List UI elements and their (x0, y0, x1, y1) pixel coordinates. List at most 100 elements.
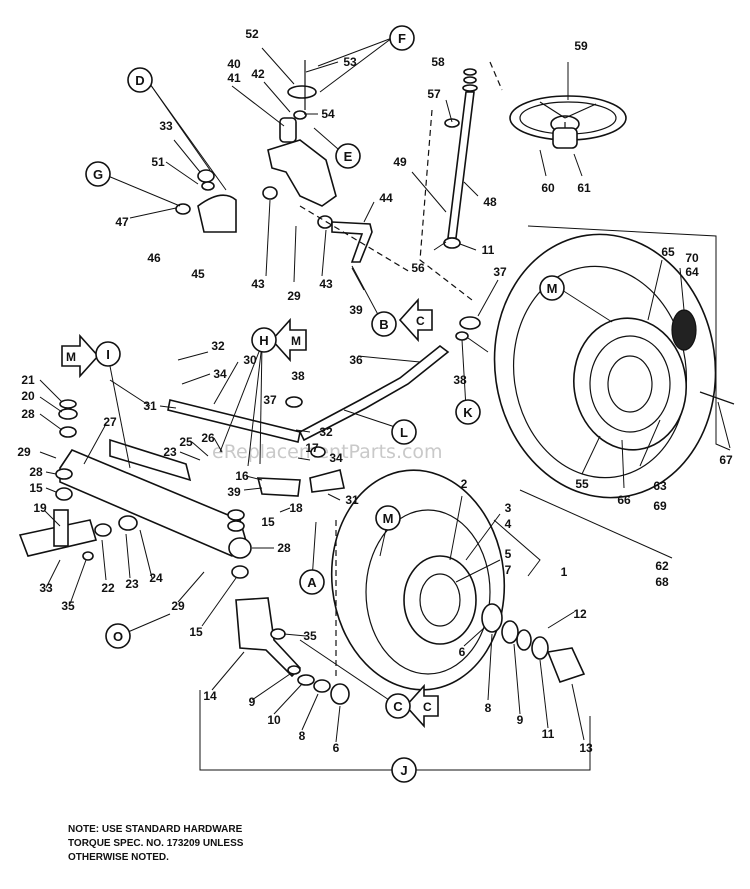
part-label: 6 (459, 645, 466, 659)
part-label: 3 (505, 501, 512, 515)
part-label: 34 (329, 451, 343, 465)
svg-text:C: C (416, 314, 425, 328)
part-label: 13 (579, 741, 593, 755)
part-label: 32 (211, 339, 225, 353)
part-label: 16 (235, 469, 249, 483)
part-label: 21 (21, 373, 35, 387)
part-label: 27 (103, 415, 117, 429)
part-label: 60 (541, 181, 555, 195)
part-label: 43 (319, 277, 333, 291)
svg-text:L: L (400, 425, 408, 440)
part-label: 61 (577, 181, 591, 195)
part-label: 6 (333, 741, 340, 755)
part-label: 11 (542, 727, 555, 741)
steering-wheel (509, 95, 627, 149)
part-label: 64 (685, 265, 699, 279)
part-number-labels: 52 53 40 41 42 54 33 51 47 46 45 43 29 4… (17, 27, 733, 755)
part-label: 41 (227, 71, 241, 85)
part-label: 15 (29, 481, 43, 495)
part-label: 1 (561, 565, 568, 579)
arrow-callout-C-top: C (398, 297, 433, 343)
svg-text:M: M (383, 511, 394, 526)
part-label: 20 (21, 389, 35, 403)
part-label: 33 (159, 119, 173, 133)
callout-leaders (107, 37, 613, 707)
part-label: 37 (493, 265, 507, 279)
part-label: 58 (431, 55, 445, 69)
part-label: 46 (147, 251, 161, 265)
svg-text:H: H (259, 333, 268, 348)
steering-support-bracket (262, 60, 373, 263)
part-label: 17 (305, 441, 319, 455)
hardware-note: NOTE: USE STANDARD HARDWARE TORQUE SPEC.… (68, 824, 244, 863)
part-label: 70 (685, 251, 699, 265)
callout-O: O (105, 623, 131, 649)
part-label: 56 (411, 261, 425, 275)
note-line-3: OTHERWISE NOTED. (68, 852, 169, 863)
part-label: 31 (345, 493, 359, 507)
part-label: 14 (203, 689, 217, 703)
callout-G: G (85, 161, 111, 187)
part-label: 28 (21, 407, 35, 421)
callout-D: D (127, 67, 153, 93)
bracket-1 (493, 519, 541, 577)
part-label: 18 (289, 501, 303, 515)
part-label: 28 (29, 465, 43, 479)
part-label: 26 (201, 431, 215, 445)
part-label: 7 (505, 563, 512, 577)
callout-A: A (299, 569, 325, 595)
part-label: 47 (115, 215, 129, 229)
part-label: 29 (171, 599, 185, 613)
part-label: 31 (143, 399, 157, 413)
arrow-callout-M-left: M (61, 333, 100, 379)
part-label: 9 (249, 695, 256, 709)
part-label: 43 (251, 277, 265, 291)
part-label: 23 (125, 577, 139, 591)
svg-text:O: O (113, 629, 123, 644)
part-label: 37 (263, 393, 277, 407)
svg-text:K: K (463, 405, 473, 420)
svg-text:B: B (379, 317, 388, 332)
part-label: 15 (189, 625, 203, 639)
front-wheel (330, 469, 586, 691)
callout-L: L (391, 419, 417, 445)
front-axle (18, 396, 350, 705)
steering-shaft (443, 68, 478, 249)
part-label: 40 (227, 57, 241, 71)
arrow-callout-C-bottom: C (404, 683, 439, 729)
part-label: 5 (505, 547, 512, 561)
part-label: 49 (393, 155, 407, 169)
svg-text:M: M (547, 281, 558, 296)
part-label: 53 (343, 55, 357, 69)
watermark: eReplacementParts.com (212, 441, 443, 463)
part-label: 68 (655, 575, 669, 589)
part-label: 33 (39, 581, 53, 595)
callout-K: K (455, 399, 481, 425)
part-label: 34 (213, 367, 227, 381)
part-label: 36 (349, 353, 363, 367)
part-label: 45 (191, 267, 205, 281)
callout-B: B (371, 311, 397, 337)
part-label: 39 (227, 485, 241, 499)
part-label: 28 (277, 541, 291, 555)
part-label: 22 (101, 581, 115, 595)
part-label: 69 (653, 499, 667, 513)
svg-text:M: M (291, 334, 301, 348)
callout-E: E (335, 143, 361, 169)
svg-text:I: I (106, 347, 110, 362)
part-label: 8 (485, 701, 492, 715)
callout-M-front-wheel: M (375, 505, 401, 531)
part-label: 42 (251, 67, 265, 81)
part-label: 39 (349, 303, 363, 317)
part-label: 44 (379, 191, 393, 205)
bracket-62-68 (519, 225, 731, 559)
guide-lines (299, 61, 503, 680)
svg-text:C: C (423, 700, 432, 714)
part-label: 48 (483, 195, 497, 209)
part-label: 51 (151, 155, 165, 169)
part-label: 57 (427, 87, 441, 101)
part-label: 19 (33, 501, 47, 515)
part-label: 52 (245, 27, 259, 41)
part-label: 38 (291, 369, 305, 383)
